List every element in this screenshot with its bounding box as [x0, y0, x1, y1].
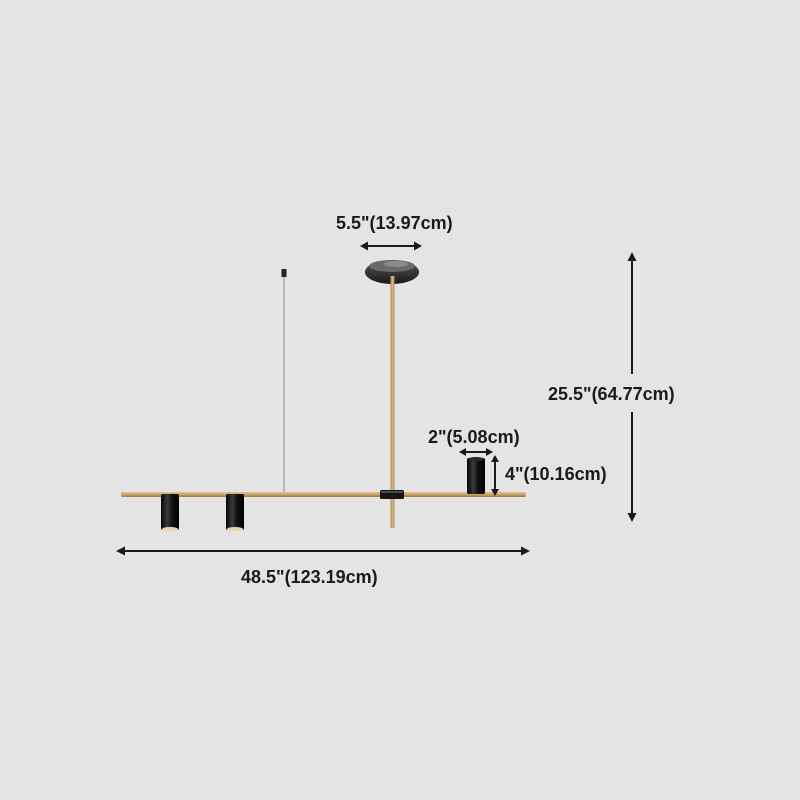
spotlight-shade-1 [161, 494, 179, 531]
horizontal-brass-bar [121, 492, 526, 497]
rod-joint-highlight [381, 491, 403, 493]
cable-clip [281, 269, 287, 277]
ceiling-canopy [365, 260, 419, 284]
spotlight-shade-2 [226, 494, 244, 531]
spotlight-shade-3 [467, 457, 485, 494]
overall-height-arrow [627, 252, 637, 522]
shade-height-label: 4"(10.16cm) [505, 464, 607, 484]
canopy-width-arrow [360, 241, 422, 251]
overall-length-label: 48.5"(123.19cm) [241, 567, 378, 587]
shade-width-arrow [459, 448, 493, 456]
shade-diameter-label: 2"(5.08cm) [428, 427, 520, 447]
canopy-diameter-label: 5.5"(13.97cm) [336, 213, 453, 233]
overall-length-arrow [116, 546, 530, 556]
shade-height-arrow [491, 455, 499, 496]
overall-height-label: 25.5"(64.77cm) [548, 384, 675, 404]
vertical-brass-rod [390, 276, 395, 528]
